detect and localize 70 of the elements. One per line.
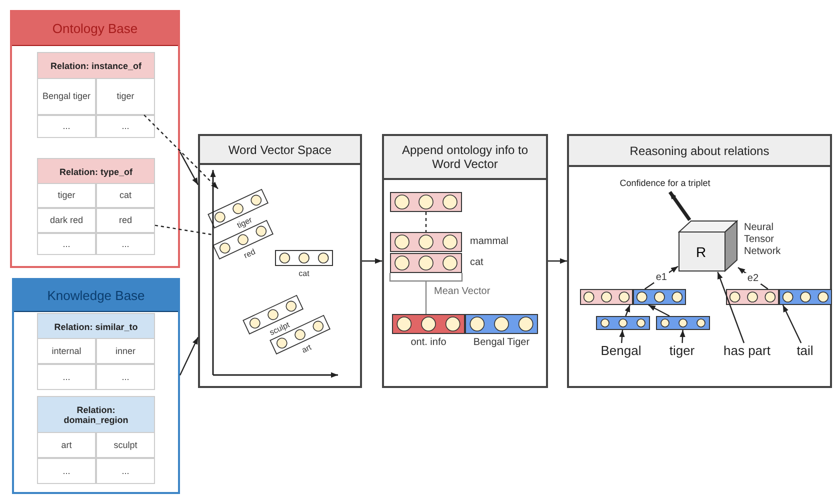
table-cell: dark red bbox=[37, 208, 96, 233]
vector-label: ont. info bbox=[410, 337, 446, 348]
arrow bbox=[648, 304, 670, 317]
table-cell: ... bbox=[96, 233, 155, 255]
word-label: tail bbox=[790, 343, 820, 359]
table-cell: ... bbox=[37, 233, 96, 255]
table-cell: tiger bbox=[37, 183, 96, 208]
relation-table bbox=[37, 158, 155, 255]
table-cell: ... bbox=[37, 115, 96, 138]
panel-heading: Reasoning about relations bbox=[569, 136, 830, 167]
table-heading: Relation: similar_to bbox=[38, 314, 154, 339]
table-heading: Relation: type_of bbox=[38, 159, 154, 184]
table-heading: Relation: domain_region bbox=[38, 397, 154, 433]
vector-label: mammal bbox=[470, 236, 508, 248]
word-label: Confidence for a triplet bbox=[600, 178, 730, 192]
table-cell: sculpt bbox=[96, 432, 155, 458]
panel bbox=[198, 134, 362, 388]
table-cell: inner bbox=[96, 338, 155, 364]
arrow bbox=[548, 258, 567, 264]
table-cell: ... bbox=[37, 458, 96, 484]
vector-label: sculpt bbox=[268, 320, 292, 338]
vector-label: art bbox=[300, 342, 313, 355]
relation-table bbox=[37, 52, 155, 138]
edge-label: e2 bbox=[745, 272, 761, 284]
arrow bbox=[680, 330, 686, 344]
arrow bbox=[144, 114, 218, 190]
panel-heading: Knowledge Base bbox=[14, 280, 178, 312]
node-label: R bbox=[696, 244, 706, 260]
vector-label: Bengal Tiger bbox=[473, 337, 530, 348]
vector-label: tiger bbox=[236, 215, 254, 230]
panel bbox=[382, 134, 548, 388]
panel-heading: Word Vector Space bbox=[200, 136, 360, 165]
edge-label: e1 bbox=[654, 272, 669, 284]
relation-table bbox=[37, 396, 155, 484]
arrow bbox=[362, 258, 382, 264]
bracket-line bbox=[389, 272, 463, 315]
panel-heading: Append ontology info to Word Vector bbox=[384, 136, 546, 180]
table-cell: tiger bbox=[96, 78, 155, 115]
vector-label: red bbox=[242, 247, 257, 260]
panel bbox=[12, 278, 180, 494]
arrow bbox=[717, 272, 745, 344]
table-cell: Bengal tiger bbox=[37, 78, 96, 115]
table-cell: ... bbox=[37, 364, 96, 390]
table-cell: red bbox=[96, 208, 155, 233]
arrow bbox=[668, 190, 692, 222]
panel bbox=[10, 10, 180, 268]
arrow bbox=[619, 330, 625, 344]
table-cell: art bbox=[37, 432, 96, 458]
relation-table bbox=[37, 313, 155, 390]
table-cell: cat bbox=[96, 183, 155, 208]
arrow bbox=[624, 304, 630, 316]
node-caption: Neural Tensor Network bbox=[744, 222, 782, 258]
edge-label: Mean Vector bbox=[432, 286, 492, 296]
panel-heading: Ontology Base bbox=[12, 12, 178, 46]
table-cell: ... bbox=[96, 115, 155, 138]
arrow bbox=[782, 304, 802, 344]
word-label: Bengal bbox=[596, 343, 646, 359]
vector-label: cat bbox=[470, 257, 484, 269]
word-label: tiger bbox=[662, 343, 702, 359]
word-label: has part bbox=[716, 343, 778, 359]
arrow bbox=[179, 152, 199, 186]
panel bbox=[567, 134, 832, 388]
dashed-line bbox=[425, 212, 427, 232]
table-cell: ... bbox=[96, 458, 155, 484]
arrow bbox=[179, 336, 199, 376]
vector-label: cat bbox=[298, 269, 310, 278]
dashed-line bbox=[154, 224, 213, 236]
table-heading: Relation: instance_of bbox=[38, 53, 154, 79]
table-cell: internal bbox=[37, 338, 96, 364]
table-cell: ... bbox=[96, 364, 155, 390]
